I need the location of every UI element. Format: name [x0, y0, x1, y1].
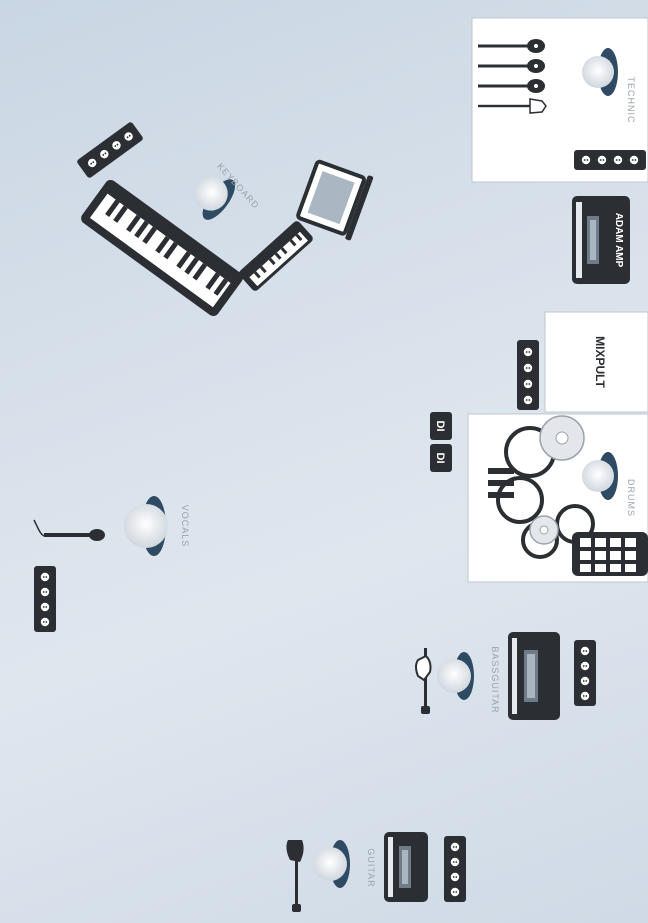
bass-guitar-label: BASSGUITAR — [490, 646, 500, 713]
mixpult-label: MIXPULT — [593, 336, 607, 388]
power-strip-icon — [34, 566, 56, 632]
person-icon — [313, 840, 350, 888]
laptop-icon — [296, 159, 374, 241]
keyboard-icon — [81, 179, 243, 317]
di-box-icon: DI — [430, 444, 452, 472]
mixpult-area: MIXPULT — [544, 311, 648, 413]
vocals-label: VOCALS — [180, 505, 190, 548]
microphone-icon — [33, 519, 105, 541]
bass-guitar-icon — [415, 648, 432, 714]
amplifier-icon — [384, 832, 428, 902]
power-strip-icon — [77, 122, 143, 178]
power-strip-icon — [574, 150, 646, 170]
power-strip-icon — [574, 640, 596, 706]
vocals-area: VOCALS — [33, 496, 190, 632]
electric-guitar-icon — [478, 98, 547, 114]
power-strip-icon — [444, 836, 466, 902]
amplifier-icon — [508, 632, 560, 720]
acoustic-guitar-icon — [478, 59, 545, 73]
person-icon — [582, 48, 618, 96]
technic-area: TECHNIC — [471, 17, 648, 183]
drums-label: DRUMS — [626, 479, 636, 517]
person-icon — [124, 496, 168, 556]
guitar-label: GUITAR — [366, 848, 376, 887]
adam-amp: ADAM AMP — [572, 196, 630, 284]
power-strip-icon — [517, 340, 539, 410]
person-icon — [437, 652, 474, 700]
di-label-2: DI — [434, 453, 446, 464]
bass-guitar-area: BASSGUITAR — [415, 632, 596, 720]
midi-controller-icon — [239, 221, 313, 291]
di-box-icon: DI — [430, 412, 452, 440]
cymbal-icon — [529, 415, 585, 545]
person-icon — [582, 452, 618, 500]
guitar-area: GUITAR — [286, 832, 466, 912]
drum-pad-icon — [572, 532, 648, 576]
electric-guitar-icon — [286, 840, 304, 912]
technic-label: TECHNIC — [626, 77, 636, 124]
adam-amp-label: ADAM AMP — [613, 213, 624, 268]
acoustic-guitar-icon — [478, 39, 545, 53]
di-label-1: DI — [434, 421, 446, 432]
keyboard-area: KEYBOARD — [77, 122, 374, 317]
acoustic-guitar-icon — [478, 79, 545, 93]
drums-area: DRUMS — [467, 413, 648, 583]
person-icon — [193, 176, 236, 220]
